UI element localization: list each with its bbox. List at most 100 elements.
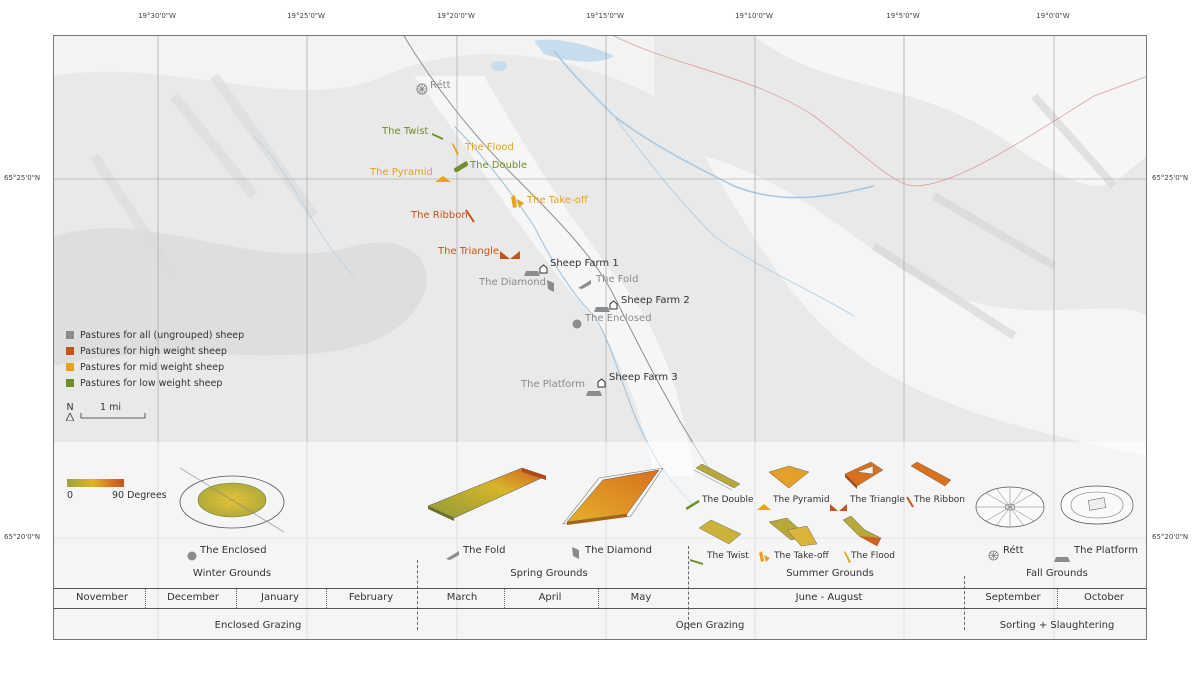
map-label-triangle: The Triangle xyxy=(438,246,500,257)
season-divider xyxy=(417,560,418,630)
month-november: November xyxy=(75,592,129,603)
latitude-label-right: 65°20'0"N xyxy=(1152,533,1189,541)
legend-item: Pastures for all (ungrouped) sheep xyxy=(66,327,244,343)
pyramid-icon[interactable] xyxy=(435,168,451,187)
month-divider xyxy=(145,589,146,608)
rett-icon[interactable] xyxy=(416,80,428,99)
takeoff-icon xyxy=(759,548,771,567)
slope-ramp xyxy=(67,479,124,487)
map-label-pyramid: The Pyramid xyxy=(370,167,433,178)
latitude-label-left: 65°20'0"N xyxy=(4,533,41,541)
fold-icon[interactable] xyxy=(578,274,592,293)
fold-model[interactable] xyxy=(426,466,550,522)
farm-house-icon xyxy=(609,295,618,314)
model-label-enclosed: The Enclosed xyxy=(200,545,267,556)
enclosed-icon xyxy=(187,546,197,565)
double-icon[interactable] xyxy=(453,157,469,176)
takeoff-model[interactable] xyxy=(767,516,819,548)
legend: Pastures for all (ungrouped) sheep Pastu… xyxy=(66,327,244,391)
phase-enclosed-grazing: Enclosed Grazing xyxy=(214,620,302,631)
latitude-label-left: 65°25'0"N xyxy=(4,174,41,182)
month-divider xyxy=(504,589,505,608)
model-label-fold: The Fold xyxy=(463,545,506,556)
north-arrow-icon xyxy=(66,413,74,421)
season-summer: Summer Grounds xyxy=(786,568,874,579)
month-april: April xyxy=(538,592,562,603)
model-label-ribbon: The Ribbon xyxy=(914,495,965,505)
longitude-label: 19°25'0"W xyxy=(287,12,325,20)
enclosed-model[interactable] xyxy=(172,466,292,538)
longitude-label: 19°10'0"W xyxy=(735,12,773,20)
month-may: May xyxy=(630,592,652,603)
model-label-diamond: The Diamond xyxy=(585,545,652,556)
map-label-sheep-farm-3: Sheep Farm 3 xyxy=(609,372,678,383)
ribbon-model[interactable] xyxy=(909,462,953,488)
season-spring: Spring Grounds xyxy=(510,568,588,579)
double-model[interactable] xyxy=(694,464,744,492)
sheep-farm-2-pasture-icon[interactable] xyxy=(594,298,610,317)
map-label-rett: Rétt xyxy=(430,80,451,91)
diamond-icon[interactable] xyxy=(547,277,555,296)
season-fall: Fall Grounds xyxy=(1026,568,1088,579)
month-february: February xyxy=(348,592,394,603)
model-label-triangle: The Triangle xyxy=(850,495,905,505)
longitude-label: 19°5'0"W xyxy=(886,12,920,20)
month-divider xyxy=(236,589,237,608)
platform-model[interactable] xyxy=(1057,482,1137,528)
season-winter: Winter Grounds xyxy=(192,568,272,579)
phase-sorting-slaughtering: Sorting + Slaughtering xyxy=(999,620,1115,631)
map-label-fold: The Fold xyxy=(596,274,639,285)
diamond-icon xyxy=(572,544,580,563)
scale-bar: N 1 mi xyxy=(66,402,146,421)
twist-icon[interactable] xyxy=(432,127,444,146)
diamond-model[interactable] xyxy=(559,466,669,528)
map-label-diamond: The Diamond xyxy=(479,277,546,288)
flood-model[interactable] xyxy=(841,516,885,548)
twist-icon xyxy=(690,550,704,569)
longitude-label: 19°0'0"W xyxy=(1036,12,1070,20)
map-frame[interactable]: Rétt The Twist The Flood The Double The … xyxy=(53,35,1147,640)
month-january: January xyxy=(261,592,299,603)
month-december: December xyxy=(167,592,219,603)
triangle-model[interactable] xyxy=(843,460,885,490)
farm-house-icon xyxy=(539,259,548,278)
rett-model[interactable] xyxy=(974,484,1046,530)
month-march: March xyxy=(446,592,478,603)
pyramid-model[interactable] xyxy=(767,464,811,492)
map-label-double: The Double xyxy=(470,160,528,171)
pyramid-icon xyxy=(757,496,771,515)
month-row-bottom xyxy=(54,608,1146,609)
month-september: September xyxy=(985,592,1041,603)
map-label-takeoff: The Take-off xyxy=(527,195,588,206)
month-october: October xyxy=(1083,592,1125,603)
takeoff-icon[interactable] xyxy=(511,194,525,213)
triangle-icon xyxy=(830,496,848,515)
month-divider xyxy=(326,589,327,608)
triangle-icon[interactable] xyxy=(500,244,522,263)
twist-model[interactable] xyxy=(697,518,743,548)
rett-icon xyxy=(988,546,999,565)
model-label-double: The Double xyxy=(702,495,754,505)
model-label-platform: The Platform xyxy=(1074,545,1138,556)
map-label-ribbon: The Ribbon xyxy=(411,210,468,221)
platform-icon[interactable] xyxy=(586,382,602,401)
double-icon xyxy=(685,495,700,514)
month-divider xyxy=(598,589,599,608)
sheep-farm-1-pasture-icon[interactable] xyxy=(524,262,540,281)
ribbon-icon[interactable] xyxy=(465,208,475,227)
longitude-label: 19°20'0"W xyxy=(437,12,475,20)
month-divider xyxy=(1057,589,1058,608)
latitude-label-right: 65°25'0"N xyxy=(1152,174,1189,182)
ribbon-icon xyxy=(906,493,914,512)
farm-house-icon xyxy=(597,373,606,392)
model-label-twist: The Twist xyxy=(707,551,749,561)
map-label-sheep-farm-2: Sheep Farm 2 xyxy=(621,295,690,306)
enclosed-icon[interactable] xyxy=(572,314,582,333)
season-divider xyxy=(964,576,965,630)
legend-item: Pastures for low weight sheep xyxy=(66,375,244,391)
phase-open-grazing: Open Grazing xyxy=(675,620,745,631)
fold-icon xyxy=(446,545,460,564)
flood-icon xyxy=(844,548,852,567)
flood-icon[interactable] xyxy=(452,140,460,159)
longitude-label: 19°30'0"W xyxy=(138,12,176,20)
